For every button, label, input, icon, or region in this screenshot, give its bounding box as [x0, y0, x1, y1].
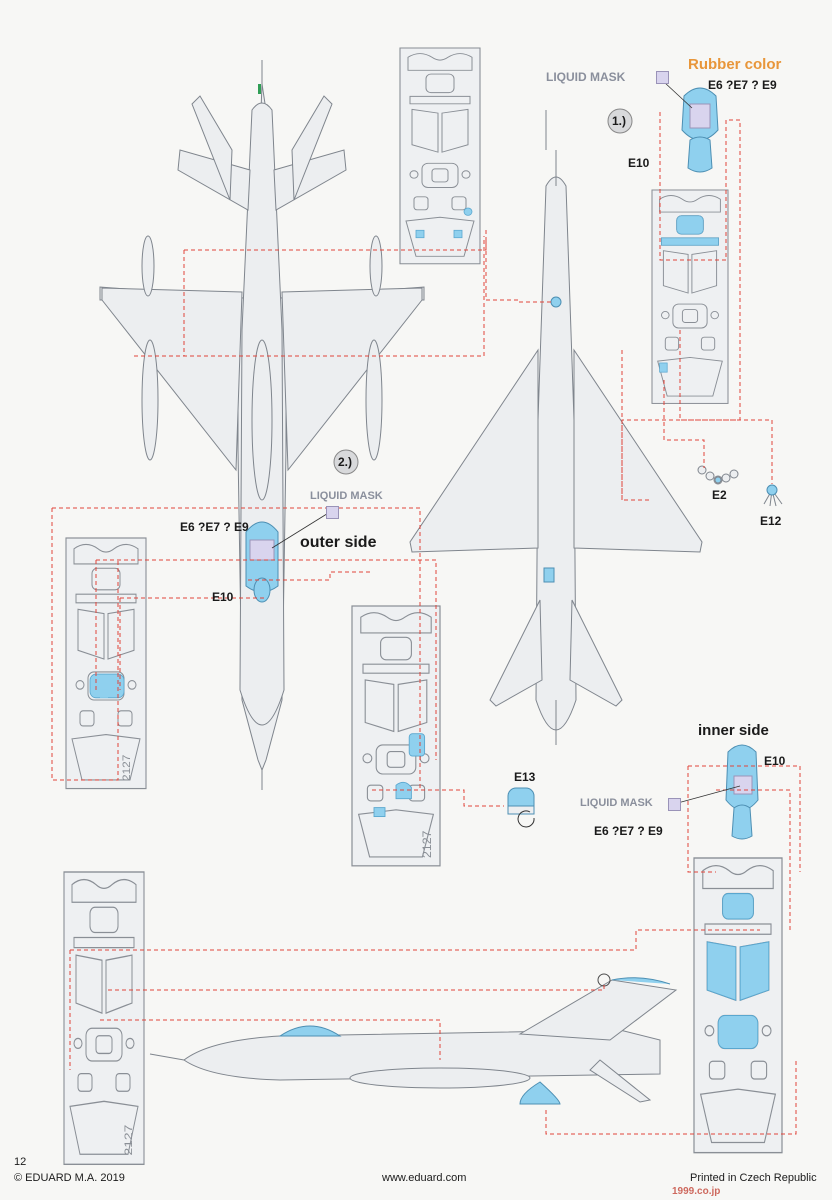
liquid-mask-label-inner: LIQUID MASK — [580, 797, 653, 809]
callout-lines — [271, 81, 741, 805]
e6-e7-e9-label-mid: E6 ?E7 ? E9 — [180, 520, 249, 534]
website-link[interactable]: www.eduard.com — [382, 1172, 467, 1184]
liquid-mask-swatch-inner — [668, 798, 681, 811]
page-number: 12 — [14, 1156, 27, 1168]
liquid-mask-label-top: LIQUID MASK — [546, 70, 626, 84]
e6-e7-e9-label-top: E6 ?E7 ? E9 — [708, 78, 777, 92]
e6-e7-e9-label-inner: E6 ?E7 ? E9 — [594, 824, 663, 838]
step1-circle — [607, 108, 633, 134]
outer-side-label: outer side — [300, 534, 377, 551]
aircraft-bottom-view — [409, 110, 703, 745]
pe-fret-top — [399, 47, 481, 265]
liquid-mask-swatch-top — [656, 71, 669, 84]
antenna-tip — [258, 84, 261, 94]
step2-label: 2.) — [338, 455, 353, 469]
canopy-detail-inner — [725, 744, 759, 840]
pe-fret-bottom-left: 2127 — [63, 871, 145, 1166]
part-e12 — [763, 484, 783, 507]
pe-fret-right — [651, 189, 729, 404]
step2-circle — [333, 449, 359, 475]
aircraft-top-view — [99, 60, 425, 790]
pe-fret-bottom-right — [693, 857, 783, 1154]
svg-text:2127: 2127 — [122, 1125, 134, 1156]
e12-label: E12 — [760, 514, 782, 528]
liquid-mask-swatch-mid — [326, 506, 339, 519]
svg-text:2127: 2127 — [121, 755, 133, 781]
pe-fret-center: 2127 — [351, 605, 441, 867]
e10-label-inner: E10 — [764, 754, 786, 768]
printed-in: Printed in Czech Republic — [690, 1172, 817, 1184]
e13-label: E13 — [514, 770, 536, 784]
leader-lines — [51, 112, 801, 1135]
aircraft-side-view — [149, 973, 678, 1105]
part-e2 — [697, 465, 739, 485]
part-e13 — [507, 787, 535, 828]
step1-label: 1.) — [612, 114, 627, 128]
copyright: © EDUARD M.A. 2019 — [14, 1172, 125, 1184]
e10-label-top: E10 — [628, 156, 650, 170]
inner-side-label: inner side — [698, 722, 769, 739]
canopy-detail-top — [681, 87, 719, 173]
rubber-color-label: Rubber color — [688, 56, 782, 73]
e10-label-mid: E10 — [212, 590, 234, 604]
watermark: 1999.co.jp — [672, 1186, 721, 1197]
watermark-band — [664, 1168, 832, 1190]
pe-fret-left: 2127 — [65, 537, 147, 790]
svg-text:2127: 2127 — [420, 830, 434, 858]
liquid-mask-label-mid: LIQUID MASK — [310, 490, 383, 502]
e2-label: E2 — [712, 488, 727, 502]
